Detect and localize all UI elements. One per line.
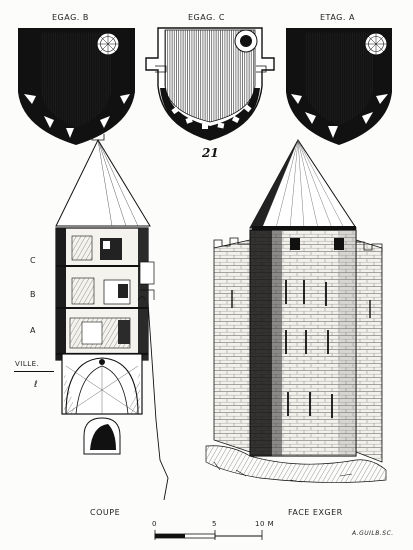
section-caption: COUPE (90, 508, 121, 517)
level-label-c: C (30, 256, 37, 265)
ville-label: VILLE. (15, 360, 40, 368)
level-label-b: B (30, 290, 36, 299)
level-label-a: A (30, 326, 36, 335)
section-mark: ℓ (34, 380, 39, 390)
elevation-drawing (205, 139, 387, 483)
figure-number: 21 (202, 146, 219, 160)
plan-etage-b (18, 28, 135, 145)
section-drawing (55, 134, 169, 501)
elevation-caption: FACE EXGER (288, 508, 343, 517)
scale-tick-5: 5 (212, 520, 217, 528)
plan-etage-a (286, 28, 392, 145)
scale-unit: 10 M (255, 520, 275, 528)
scale-bar (154, 530, 263, 540)
plan-etage-c (145, 27, 275, 141)
engraver-signature: A.GUILB.SC. (352, 530, 394, 537)
plan-label-right: ETAG. A (320, 13, 355, 22)
plan-label-center: EGAG. C (188, 13, 225, 22)
ville-underline (14, 371, 54, 372)
plan-label-left: EGAG. B (52, 13, 89, 22)
scale-tick-0: 0 (152, 520, 157, 528)
